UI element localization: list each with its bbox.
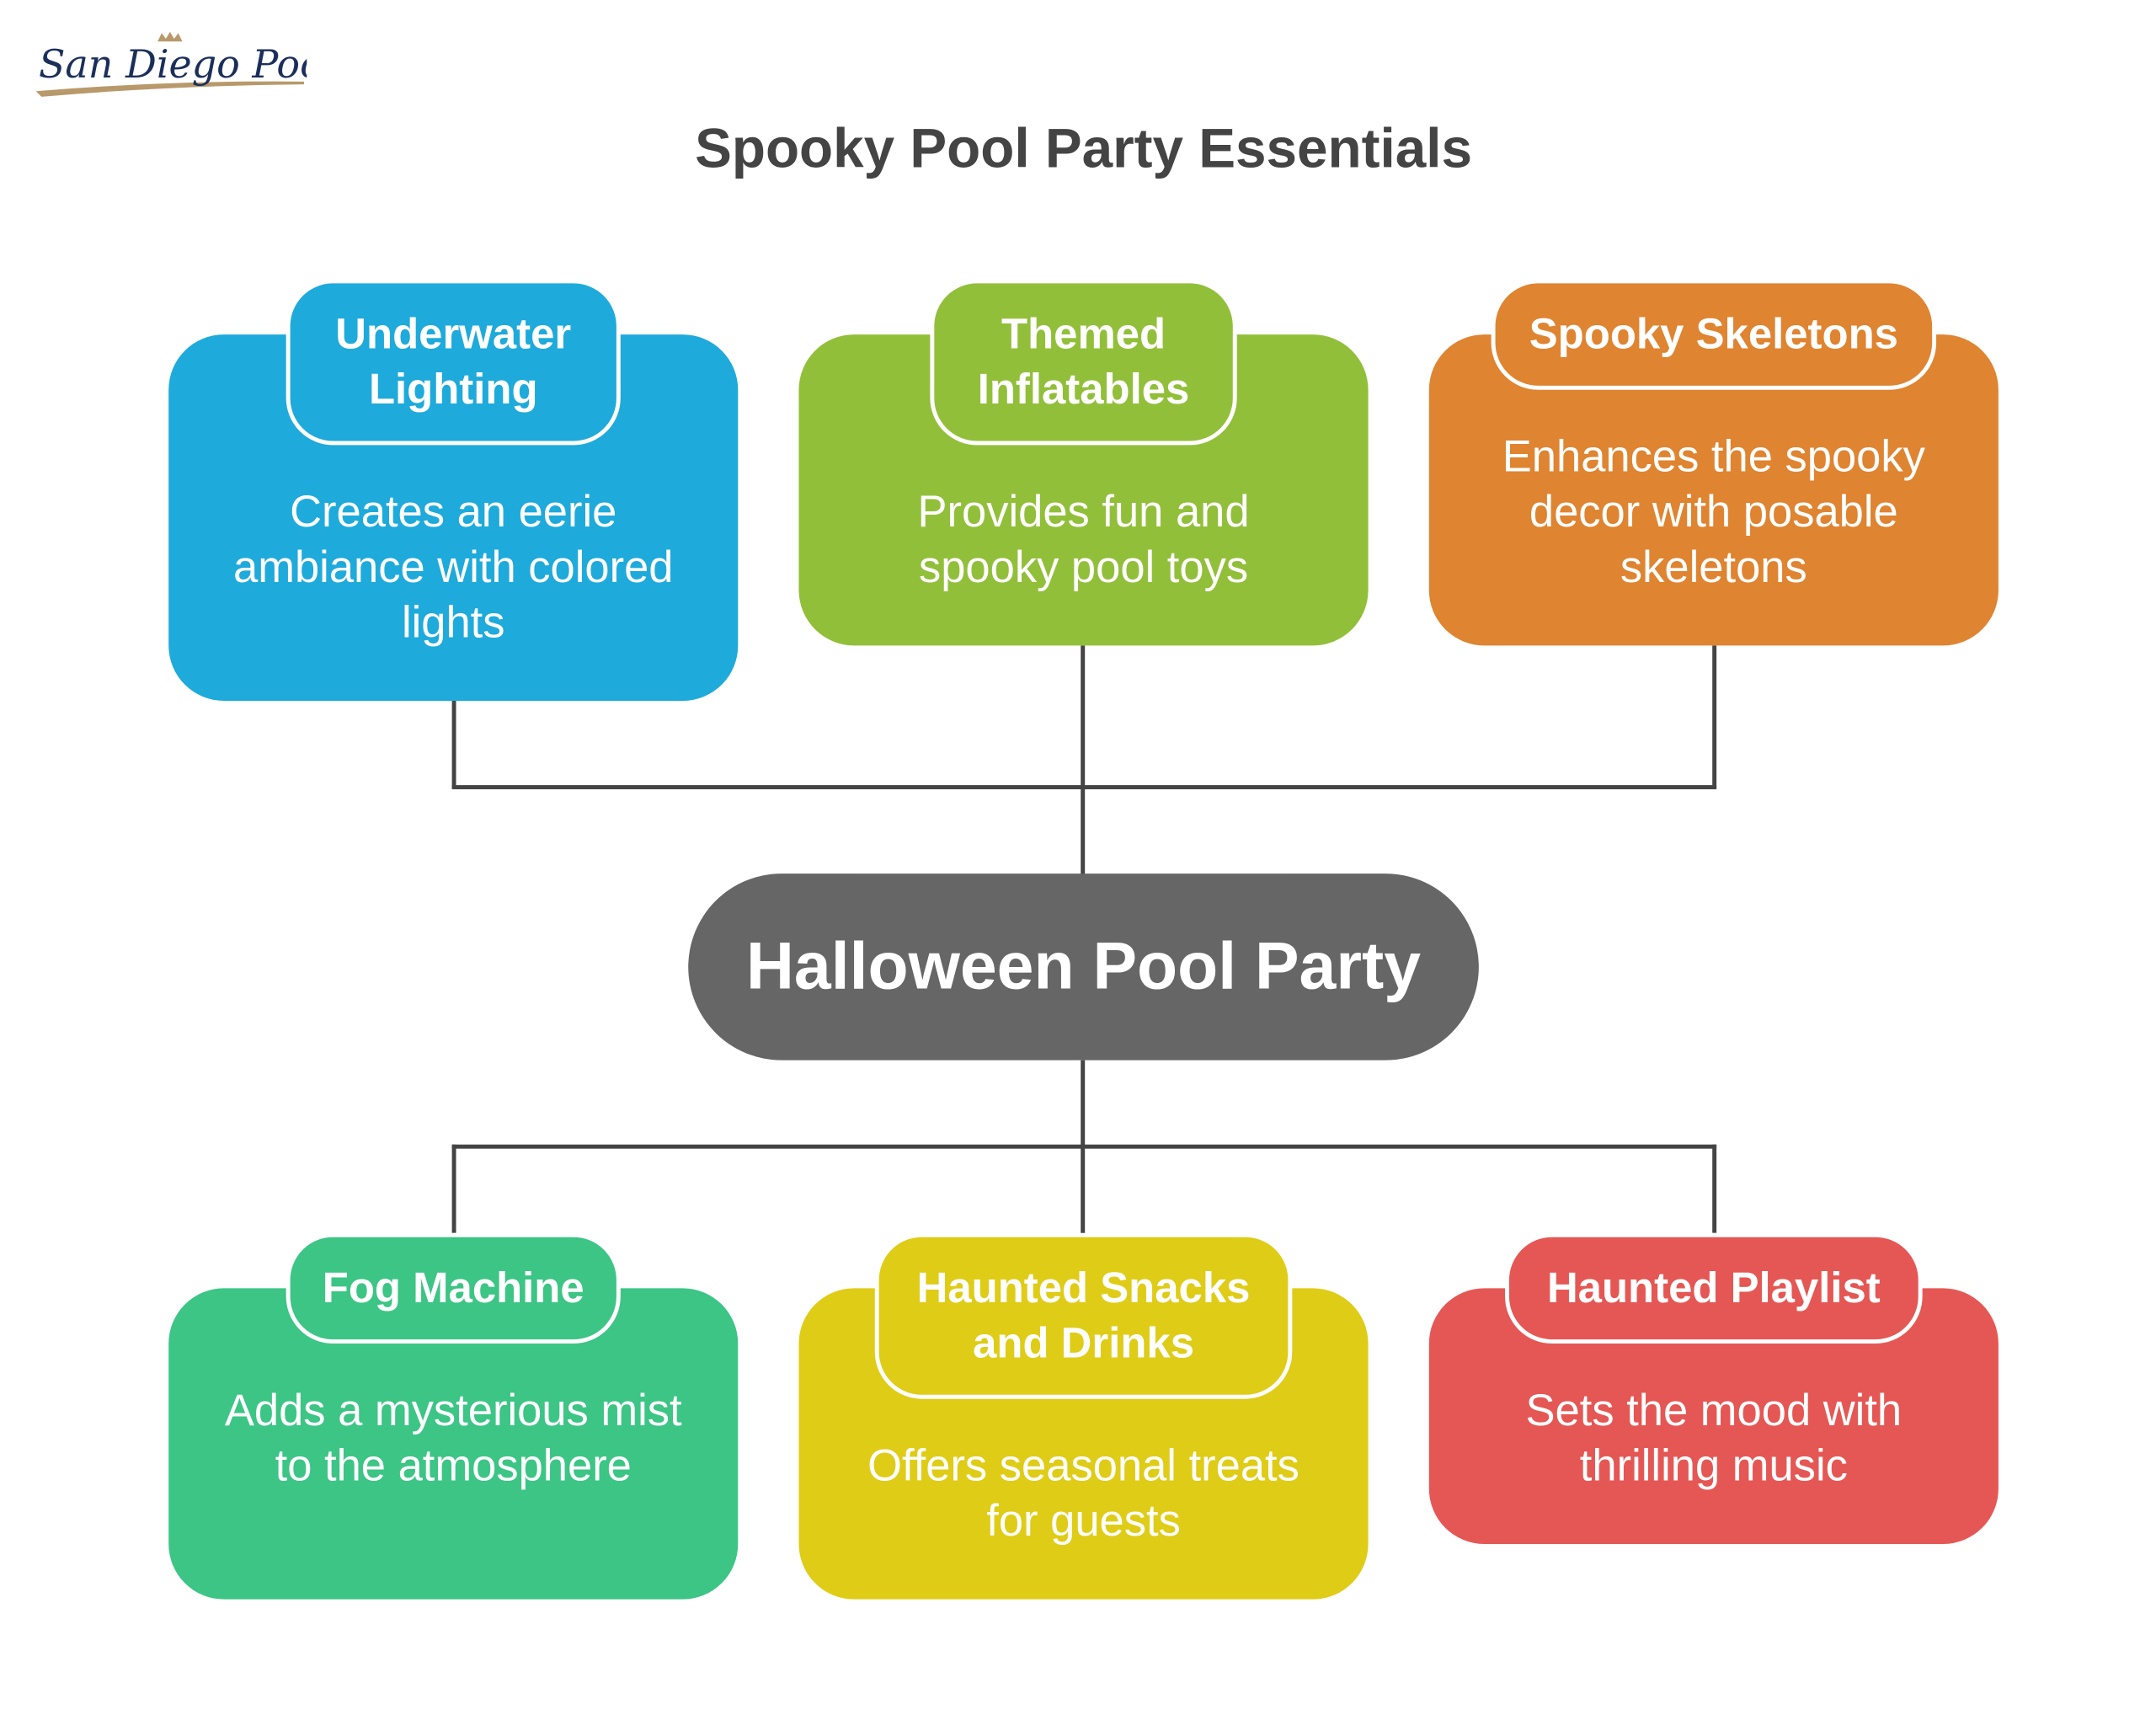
connector (1712, 1144, 1717, 1233)
card-title: Haunted Snacks and Drinks (874, 1232, 1293, 1399)
central-node: Halloween Pool Party (688, 874, 1479, 1061)
card-title: Themed Inflatables (930, 279, 1237, 446)
card-title: Underwater Lighting (286, 279, 621, 446)
connector (451, 700, 456, 788)
card-description: Provides fun and spooky pool toys (917, 486, 1250, 592)
page-title: Spooky Pool Party Essentials (695, 119, 1472, 180)
connector (1081, 645, 1086, 875)
card-title: Haunted Playlist (1505, 1232, 1923, 1344)
card-description: Adds a mysterious mist to the atmosphere (224, 1385, 682, 1490)
card-description: Creates an eerie ambiance with colored l… (232, 486, 674, 647)
card-description: Offers seasonal treats for guests (867, 1440, 1299, 1546)
connector (451, 1144, 1717, 1149)
logo-text: San Diego Pools (39, 41, 307, 87)
card-title: Fog Machine (286, 1232, 621, 1344)
logo: San Diego Pools (30, 28, 355, 99)
card-title: Spooky Skeletons (1491, 279, 1937, 390)
card-description: Enhances the spooky decor with posable s… (1502, 430, 1925, 592)
connector (451, 1144, 456, 1233)
card-description: Sets the mood with thrilling music (1525, 1385, 1903, 1490)
connector (1712, 645, 1717, 788)
